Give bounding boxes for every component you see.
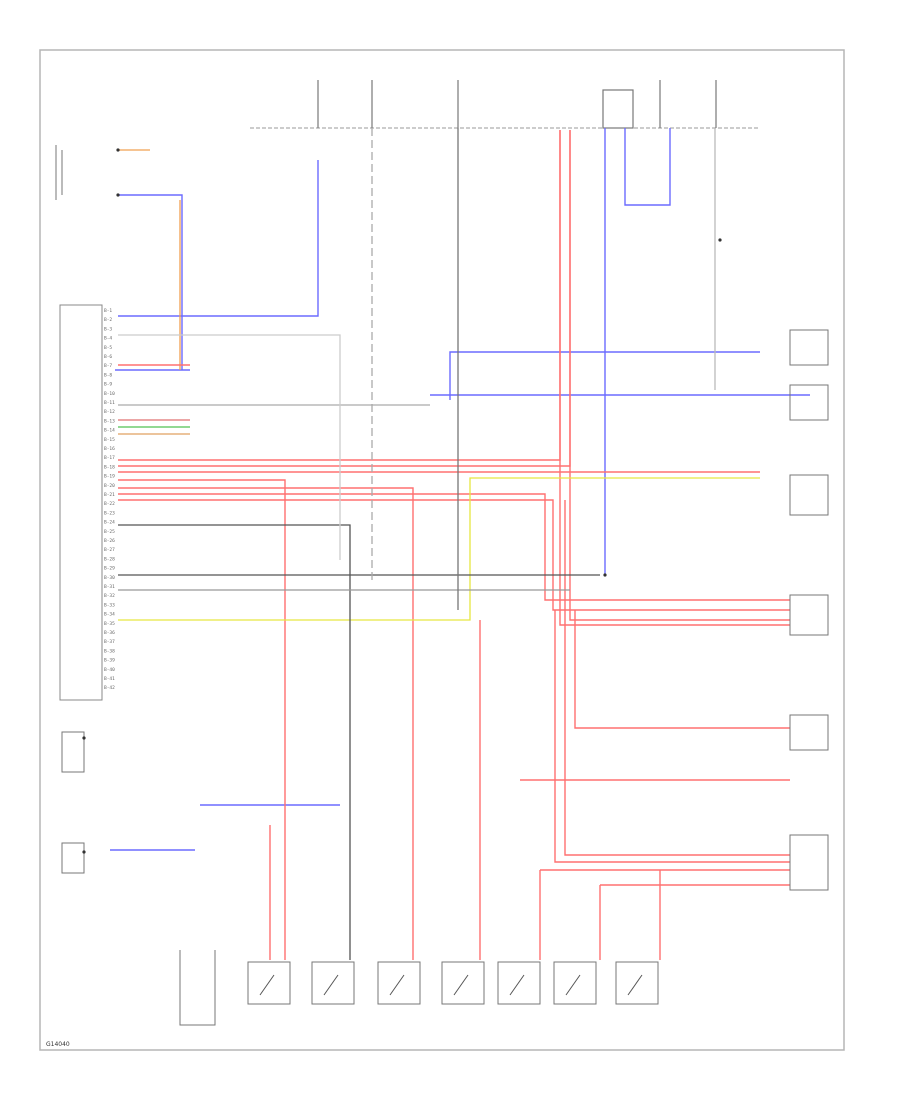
ecu-pin-label: B-10 [104,391,115,397]
ecu-pin-label: B-34 [104,612,115,618]
bottom-switch-contact [627,974,643,996]
combination-meter-connector [55,145,63,200]
ecu-pin-label: B-8 [104,372,112,378]
ground-symbols [82,148,722,854]
ecu-box [59,304,103,701]
bottom-switch-box [247,961,291,1005]
lower-left-connectors [61,731,216,1026]
ecu-pin-label: B-12 [104,409,115,415]
ecu-pin-label: B-20 [104,483,115,489]
bottom-switch-contact [453,974,469,996]
bottom-switch-box [497,961,541,1005]
ecu-pin-label: B-38 [104,648,115,654]
bottom-switch-contact [323,974,339,996]
ecu-pin-label: B-33 [104,602,115,608]
ecu-pin-label: B-19 [104,474,115,480]
ecu-pin-label: B-42 [104,685,115,691]
ecu-pin-label: B-28 [104,556,115,562]
ecu-pin-label: B-6 [104,354,112,360]
bottom-switch-box [553,961,597,1005]
ecu-pin-label: B-15 [104,437,115,443]
ecu-pin-label: B-39 [104,658,115,664]
ecu-pin-label: B-22 [104,501,115,507]
ecu-pin-label: B-27 [104,547,115,553]
ecu-pin-label: B-9 [104,382,112,388]
ecu-pin-label: B-14 [104,428,115,434]
ecu-pin-label: B-21 [104,492,115,498]
ecu-pin-label: B-25 [104,529,115,535]
ecu-pin-label: B-23 [104,510,115,516]
ecu-pin-label: B-1 [104,308,112,314]
ecu-pin-label: B-17 [104,455,115,461]
ecu-pin-label: B-2 [104,317,112,323]
ecu-pin-label: B-30 [104,575,115,581]
ecu-pin-label: B-40 [104,667,115,673]
ecu-pin-label: B-35 [104,621,115,627]
bottom-switch-contact [509,974,525,996]
ecu-pin-label: B-36 [104,630,115,636]
misc-wires [118,128,760,960]
bottom-switch-row [247,961,659,1005]
bottom-switch-box [615,961,659,1005]
drawing-code: G14040 [46,1041,70,1048]
ecu-pin-label: B-4 [104,336,112,342]
bottom-switch-box [311,961,355,1005]
ecu-pin-label: B-24 [104,520,115,526]
ecu-pin-label: B-18 [104,464,115,470]
ecu-pin-label: B-11 [104,400,115,406]
bottom-switch-box [377,961,421,1005]
right-switches [789,329,829,891]
bottom-switch-contact [565,974,581,996]
ecu-pin-label: B-29 [104,566,115,572]
ecu-pin-label: B-5 [104,345,112,351]
blue-wires [110,128,810,851]
ecu-pin-label: B-13 [104,418,115,424]
ecu-pin-labels: B-1B-2B-3B-4B-5B-6B-7B-8B-9B-10B-11B-12B… [104,308,115,691]
bottom-switch-contact [389,974,405,996]
orange-wire [118,149,181,370]
ecu-pin-label: B-37 [104,639,115,645]
red-wires [118,130,790,960]
bottom-switch-box [441,961,485,1005]
ecu-pin-label: B-26 [104,538,115,544]
ecu-pin-label: B-7 [104,363,112,369]
ecu-pin-label: B-31 [104,584,115,590]
bottom-switch-contact [259,974,275,996]
top-fuse-group [317,80,717,129]
ecu-pin-label: B-3 [104,326,112,332]
diagram-frame [39,49,845,1051]
ecu-pin-label: B-41 [104,676,115,682]
ecu-pin-label: B-16 [104,446,115,452]
ecu-pin-label: B-32 [104,593,115,599]
